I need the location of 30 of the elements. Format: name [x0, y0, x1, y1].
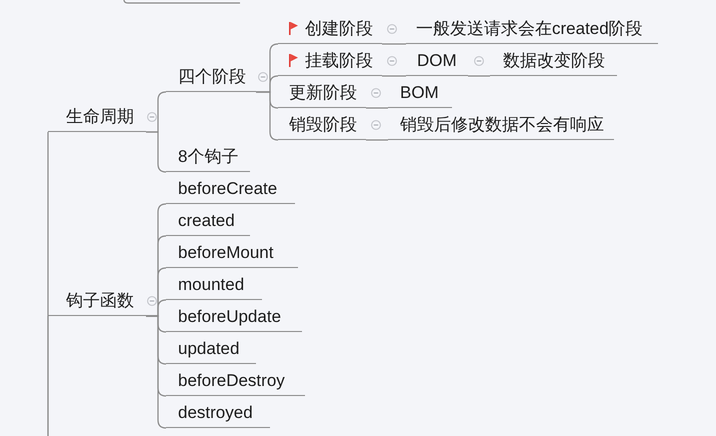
topic-text: 生命周期: [66, 106, 134, 128]
connector-line: [47, 316, 49, 436]
connector-line: [382, 75, 406, 77]
topic-text: updated: [178, 338, 240, 360]
topic-text: 挂载阶段: [305, 50, 373, 72]
topic-text: destroyed: [178, 402, 253, 424]
topic-text: created: [178, 210, 235, 232]
connector-line: [146, 131, 166, 173]
topic-text: 8个钩子: [178, 146, 238, 168]
topic-text: 钩子函数: [66, 290, 134, 312]
topic-text: beforeUpdate: [178, 306, 282, 328]
topic-text: beforeCreate: [178, 178, 278, 200]
topic-text: 数据改变阶段: [503, 50, 605, 72]
topic-text: BOM: [400, 82, 439, 104]
topic-text: 销毁后修改数据不会有响应: [400, 114, 604, 136]
topic-text: 创建阶段: [305, 18, 373, 40]
topic-text: 四个阶段: [178, 66, 246, 88]
topic-text: 一般发送请求会在created阶段: [416, 18, 643, 40]
connector-line: [366, 139, 388, 141]
connector-line: [366, 107, 388, 109]
connector-line: [382, 43, 406, 45]
connector-line: [468, 75, 490, 77]
connector-line: [146, 315, 166, 429]
connector-line: [256, 91, 278, 141]
topic-text: beforeMount: [178, 242, 274, 264]
topic-text: mounted: [178, 274, 244, 296]
topic-text: 更新阶段: [289, 82, 357, 104]
topic-text: beforeDestroy: [178, 370, 285, 392]
topic-text: DOM: [417, 50, 457, 72]
topic-text: 销毁阶段: [289, 114, 357, 136]
